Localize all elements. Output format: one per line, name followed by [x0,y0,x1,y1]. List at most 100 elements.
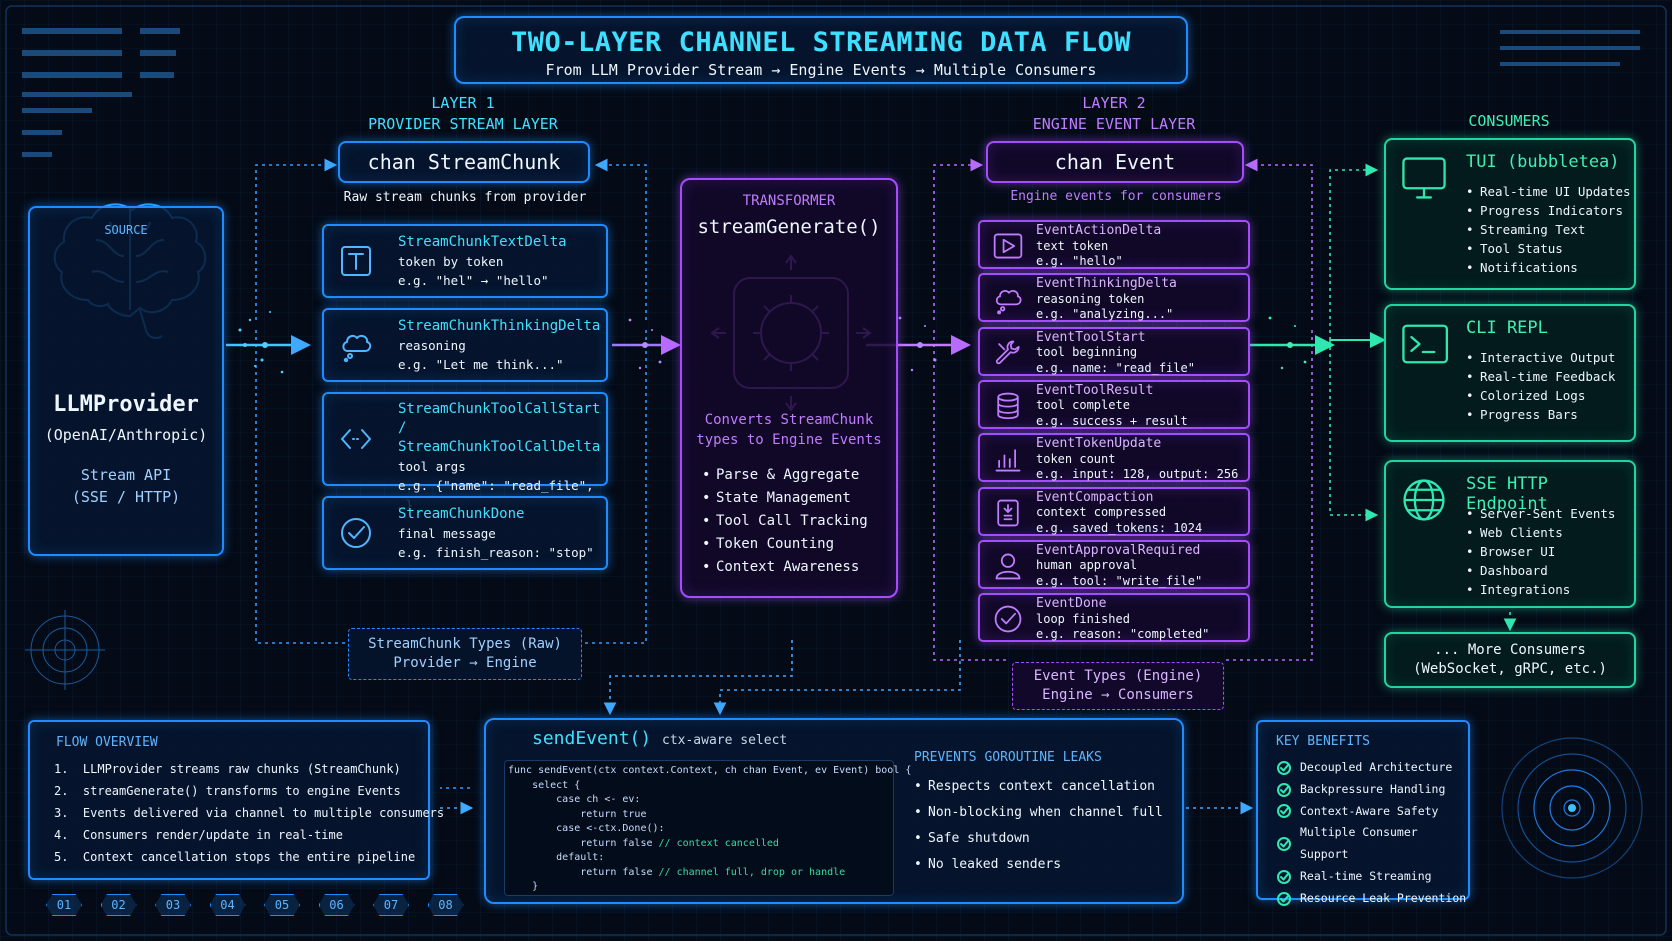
code-text: case <-ctx.Done(): [508,823,665,834]
consumer-feature: Progress Bars [1466,405,1615,424]
type-desc: tool args [398,459,466,474]
stream-chunk-type-card: StreamChunkDone final message e.g. finish_… [322,496,608,570]
stream-chunk-type-card: StreamChunkToolCallStart/ StreamChunkToo… [322,392,608,512]
legend-direction: Provider → Engine [393,655,537,671]
step-marker: 05 [264,894,300,916]
send-event-panel: sendEvent() ctx-aware select func sendEv… [484,718,1184,904]
layer1-number: LAYER 1 [431,94,495,112]
event-name: EventToolResult [1036,382,1154,398]
event-desc: loop finished [1036,611,1130,626]
title-banner: TWO-LAYER CHANNEL STREAMING DATA FLOW Fr… [454,16,1188,84]
consumer-feature: Tool Status [1466,239,1631,258]
prevents-item: Non-blocking when channel full [914,800,1163,826]
stream-api-label: Stream API [80,466,172,484]
user-icon [992,550,1024,582]
type-name: StreamChunkThinkingDelta [398,318,601,334]
benefit-item: Context-Aware Safety [1276,801,1468,823]
event-desc: context compressed [1036,505,1167,519]
consumer-feature: Real-time Feedback [1466,367,1615,386]
event-desc: human approval [1036,558,1138,573]
globe-icon [1400,476,1448,524]
event-name: EventDone [1036,596,1107,612]
consumer-card: TUI (bubbletea) Real-time UI UpdatesProgr… [1384,138,1636,290]
consumer-features: Interactive OutputReal-time FeedbackColo… [1466,348,1615,424]
layer2-number: LAYER 2 [1082,94,1146,112]
event-name: EventApprovalRequired [1036,542,1201,558]
transformer-desc-2: types to Engine Events [696,432,882,448]
legend-direction: Engine → Consumers [1042,687,1194,703]
flow-step: 2. streamGenerate() transforms to engine… [54,784,401,798]
step-marker: 03 [155,894,191,916]
source-label: SOURCE [104,223,148,237]
layer1-heading: LAYER 1 PROVIDER STREAM LAYER [338,94,588,133]
consumer-features: Server-Sent EventsWeb ClientsBrowser UID… [1466,504,1615,599]
code-brackets-icon [338,421,374,457]
event-example: e.g. success + result [1036,413,1188,428]
more-consumers-title: ... More Consumers [1434,642,1586,658]
consumer-title: TUI (bubbletea) [1466,152,1620,172]
stream-api-protocol: (SSE / HTTP) [71,488,181,506]
transformer-feature: State Management [702,487,868,510]
event-desc: reasoning token [1036,291,1145,306]
check-circle-icon [1276,836,1292,852]
consumer-card: CLI REPLInteractive OutputReal-time Feed… [1384,304,1636,442]
event-desc: tool beginning [1036,345,1138,360]
type-desc: reasoning [398,338,466,353]
consumer-feature: Server-Sent Events [1466,504,1615,523]
code-line: return false // channel full, drop or ha… [508,866,911,881]
step-marker: 04 [209,894,246,916]
step-marker: 07 [373,894,409,916]
type-name: StreamChunkDone [398,506,525,522]
consumer-feature: Browser UI [1466,542,1615,561]
code-text: return true [508,808,647,820]
benefit-label: Real-time Streaming [1300,868,1432,883]
consumer-feature: Streaming Text [1466,220,1631,239]
benefit-label: Resource Leak Prevention [1300,890,1467,905]
event-types-legend: Event Types (Engine) Engine → Consumers [1012,662,1224,710]
check-circle-icon [1276,760,1292,776]
type-example: e.g. "Let me think..." [398,357,564,372]
check-circle-icon [338,515,374,551]
channel-label: chan Event [1054,150,1176,174]
event-desc: text token [1036,238,1109,253]
type-example: e.g. finish_reason: "stop" [398,545,594,560]
consumer-features: Real-time UI UpdatesProgress IndicatorsS… [1466,182,1631,277]
event-name: EventTokenUpdate [1036,436,1162,452]
code-line: func sendEvent(ctx context.Context, ch c… [508,764,911,779]
compress-icon [992,497,1024,529]
event-name: EventThinkingDelta [1036,276,1177,292]
event-name: EventToolStart [1036,329,1146,345]
provider-vendors: (OpenAI/Anthropic) [44,426,208,444]
benefit-item: Resource Leak Prevention [1276,888,1468,910]
consumer-feature: Integrations [1466,580,1615,599]
type-name: StreamChunkToolCallStart [398,401,601,417]
consumer-card: SSE HTTP EndpointServer-Sent EventsWeb C… [1384,460,1636,608]
event-example: e.g. name: "read_file" [1036,360,1195,375]
layer2-title: ENGINE EVENT LAYER [1032,115,1196,133]
transformer-panel: TRANSFORMER streamGenerate() Converts St… [680,178,898,598]
terminal-icon [1400,320,1448,368]
event-example: e.g. reason: "completed" [1036,627,1210,642]
code-text: select { [508,779,581,791]
code-line: } [508,880,911,895]
code-line: case ch <- ev: [508,793,911,808]
more-consumers-card: ... More Consumers (WebSocket, gRPC, etc… [1384,632,1636,688]
type-desc: final message [398,526,496,541]
benefit-item: Multiple Consumer Support [1276,822,1468,866]
benefit-label: Context-Aware Safety [1300,803,1439,818]
type-name: StreamChunkTextDelta [398,234,567,250]
flow-step: 4. Consumers render/update in real-time [54,828,343,842]
transformer-feature: Token Counting [702,533,868,556]
check-circle-icon [1276,782,1292,798]
page-title: TWO-LAYER CHANNEL STREAMING DATA FLOW [511,27,1131,58]
prevents-item: Respects context cancellation [914,774,1163,800]
database-icon [992,390,1024,422]
code-text: return false [508,837,659,849]
check-circle-icon [1276,869,1292,885]
consumers-heading: CONSUMERS [1468,112,1550,130]
benefit-label: Decoupled Architecture [1300,760,1453,774]
